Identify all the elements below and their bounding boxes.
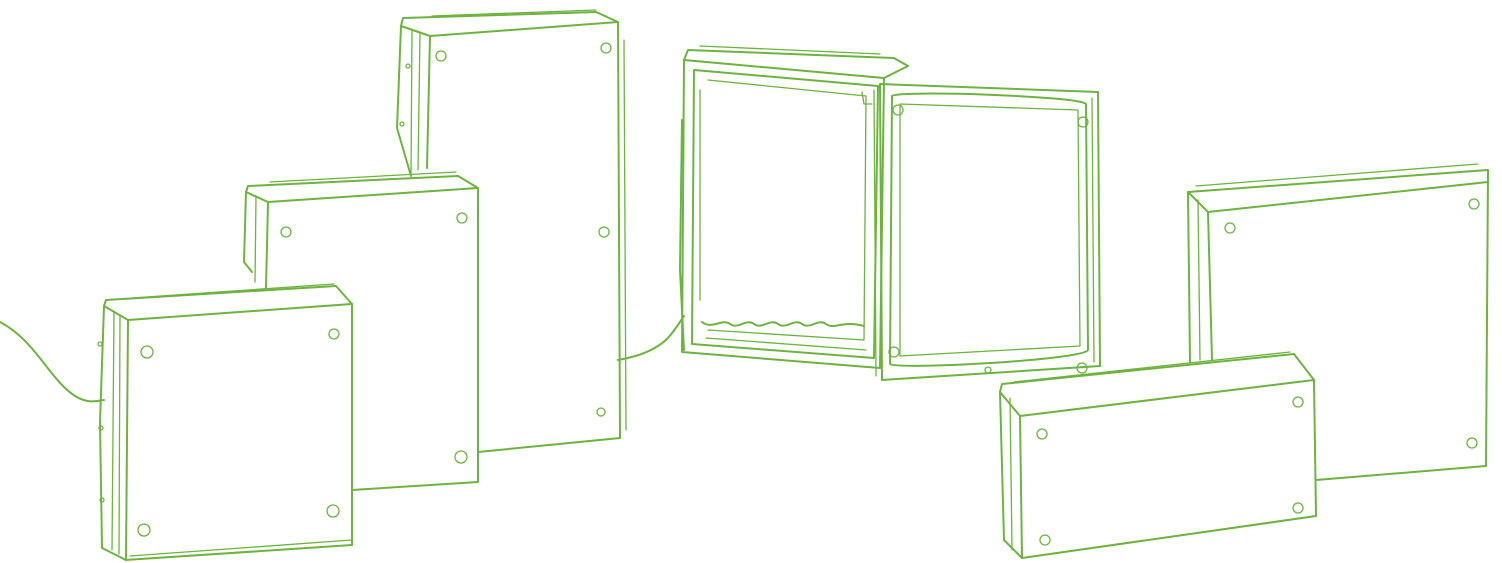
box-wide-front: [999, 351, 1317, 559]
box-open-lid: [873, 83, 1101, 381]
cable-middle: [617, 315, 685, 361]
box-open-frame: [679, 45, 909, 369]
box-small-front: [97, 283, 353, 561]
box-medium: [243, 171, 479, 491]
cable-left: [0, 321, 105, 403]
box-tall: [396, 9, 627, 453]
box-wide-back: [1187, 163, 1489, 481]
